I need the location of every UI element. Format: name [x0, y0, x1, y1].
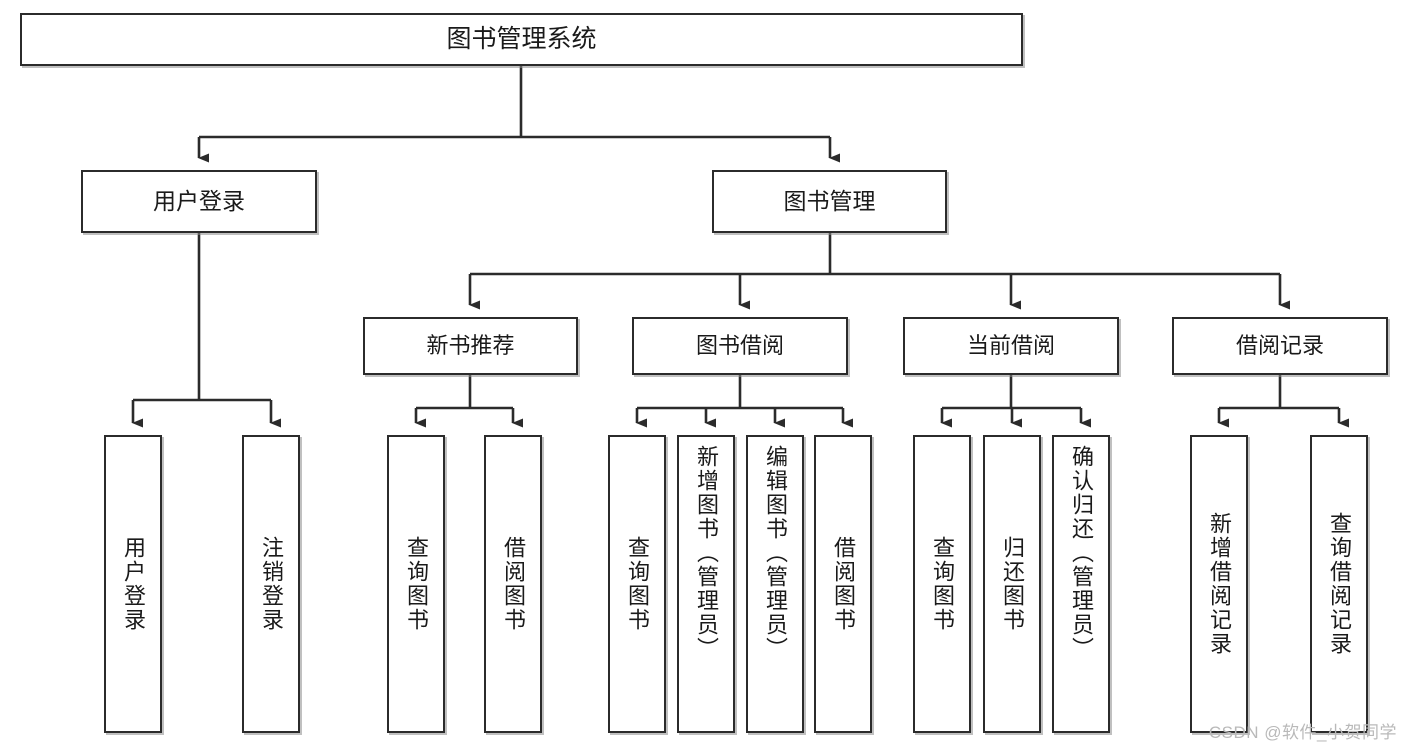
- leaf-edit-book-admin[interactable]: 编辑图书（管理员）: [746, 435, 804, 733]
- node-root-system[interactable]: 图书管理系统: [20, 13, 1023, 66]
- node-book-manage[interactable]: 图书管理: [712, 170, 947, 233]
- node-borrow-record[interactable]: 借阅记录: [1172, 317, 1388, 375]
- leaf-add-book-admin[interactable]: 新增图书（管理员）: [677, 435, 735, 733]
- leaf-query-book-borrow[interactable]: 查询图书: [608, 435, 666, 733]
- leaf-query-book-current[interactable]: 查询图书: [913, 435, 971, 733]
- leaf-label: 查询借阅记录: [1327, 512, 1352, 656]
- leaf-label: 查询图书: [930, 536, 955, 632]
- leaf-return-book[interactable]: 归还图书: [983, 435, 1041, 733]
- node-label: 图书管理系统: [446, 25, 597, 54]
- node-label: 用户登录: [153, 188, 245, 215]
- leaf-label: 注销登录: [259, 536, 284, 632]
- node-label: 图书管理: [783, 188, 876, 215]
- watermark-text: CSDN @软件_小贺同学: [1208, 723, 1397, 742]
- node-label: 借阅记录: [1235, 333, 1324, 359]
- leaf-label: 编辑图书（管理员）: [763, 445, 788, 661]
- node-label: 当前借阅: [966, 333, 1055, 359]
- leaf-label: 新增借阅记录: [1207, 512, 1232, 656]
- leaf-label: 借阅图书: [831, 536, 856, 632]
- node-book-borrow[interactable]: 图书借阅: [632, 317, 848, 375]
- leaf-query-book-rec[interactable]: 查询图书: [387, 435, 445, 733]
- leaf-user-logout[interactable]: 注销登录: [242, 435, 300, 733]
- node-new-book-rec[interactable]: 新书推荐: [363, 317, 578, 375]
- leaf-label: 新增图书（管理员）: [694, 445, 719, 661]
- leaf-query-borrow-record[interactable]: 查询借阅记录: [1310, 435, 1368, 733]
- leaf-label: 查询图书: [404, 536, 429, 632]
- leaf-label: 借阅图书: [501, 536, 526, 632]
- leaf-label: 查询图书: [625, 536, 650, 632]
- node-user-login[interactable]: 用户登录: [81, 170, 317, 233]
- leaf-label: 用户登录: [121, 536, 146, 632]
- node-label: 新书推荐: [426, 333, 515, 359]
- leaf-label: 归还图书: [1000, 536, 1025, 632]
- leaf-add-borrow-record[interactable]: 新增借阅记录: [1190, 435, 1248, 733]
- leaf-confirm-return-admin[interactable]: 确认归还（管理员）: [1052, 435, 1110, 733]
- leaf-borrow-book-rec[interactable]: 借阅图书: [484, 435, 542, 733]
- leaf-label: 确认归还（管理员）: [1069, 445, 1094, 661]
- leaf-user-login[interactable]: 用户登录: [104, 435, 162, 733]
- leaf-borrow-book[interactable]: 借阅图书: [814, 435, 872, 733]
- node-current-borrow[interactable]: 当前借阅: [903, 317, 1119, 375]
- node-label: 图书借阅: [695, 333, 784, 359]
